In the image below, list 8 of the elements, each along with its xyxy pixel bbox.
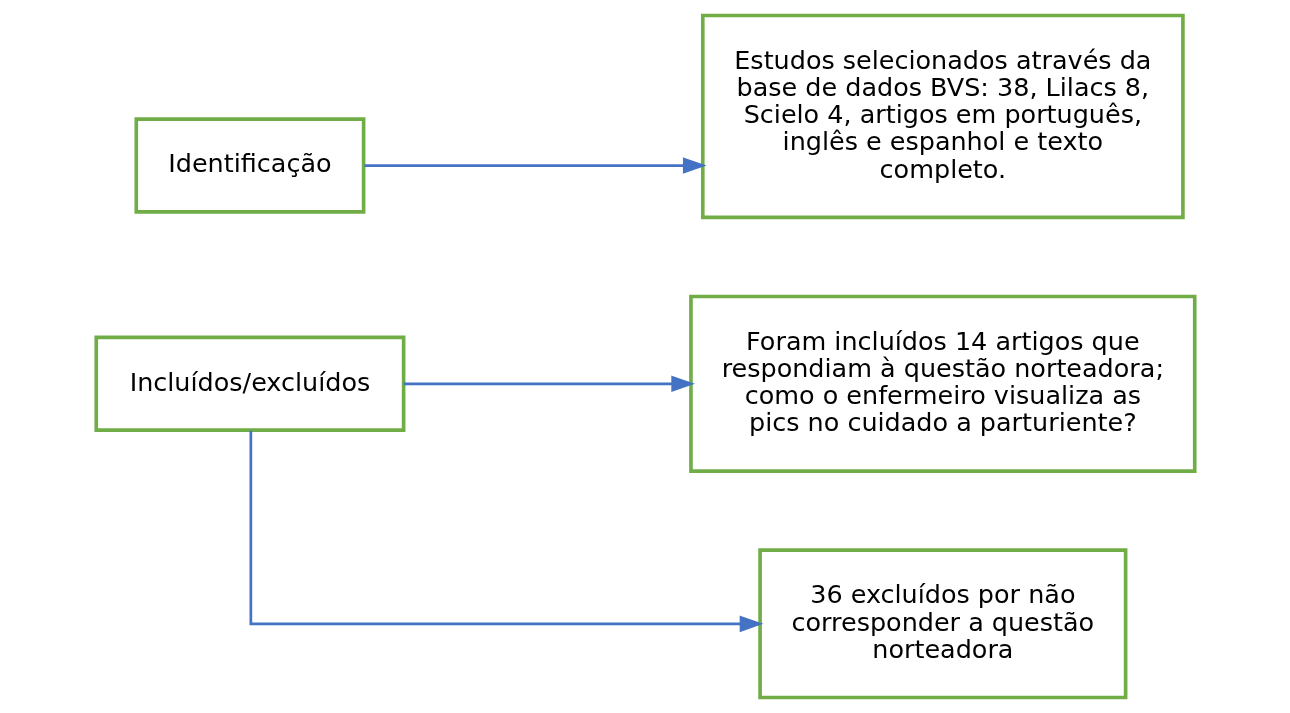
node-box: 36 excluídos por não corresponder a questão norteadora — [757, 548, 1127, 700]
node-box: Incluídos/excluídos — [93, 335, 405, 432]
node-box: Estudos selecionados através da base de dados BVS: 38, Lilacs 8, Scielo 4, artigos em português, inglês e espanhol e texto completo. — [700, 13, 1185, 220]
arrow — [403, 375, 695, 393]
node-box: Foram incluídos 14 artigos que respondiam à questão norteadora; como o enfermeiro visualiza as pics no cuidado a parturiente? — [688, 294, 1197, 473]
node-box: Identificação — [133, 117, 365, 214]
arrow — [363, 157, 707, 174]
arrow — [249, 430, 763, 633]
